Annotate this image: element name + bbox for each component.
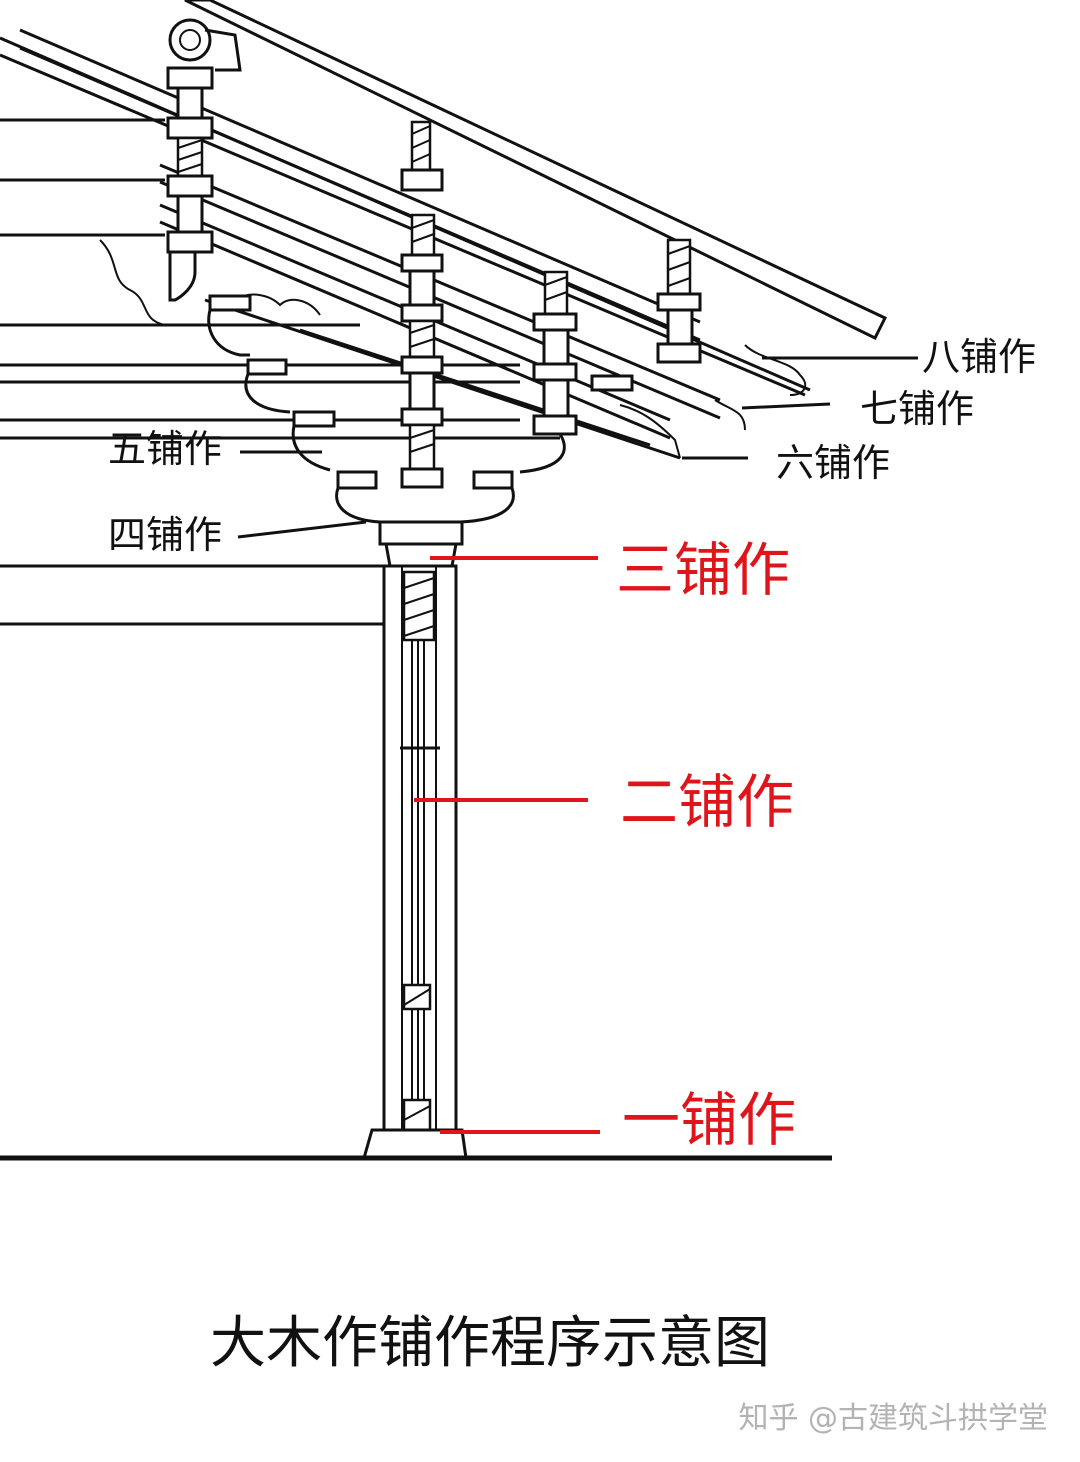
labels: 八铺作 七铺作 六铺作 五铺作 四铺作 三铺作 二铺作 一铺作	[108, 335, 1036, 1154]
main-column	[0, 520, 832, 1161]
roof-rafters	[0, 0, 888, 460]
diagram-title: 大木作铺作程序示意图	[210, 1311, 770, 1376]
label-si: 四铺作	[108, 513, 222, 557]
bracket-stacks	[166, 66, 702, 524]
watermark: 知乎 @古建筑斗拱学堂	[738, 1401, 1048, 1436]
leader-qi	[741, 402, 831, 410]
leader-si	[237, 520, 367, 539]
label-wu: 五铺作	[108, 427, 222, 471]
leader-lines	[237, 356, 918, 1134]
label-ba: 八铺作	[922, 335, 1036, 379]
label-qi: 七铺作	[860, 387, 974, 431]
label-san: 三铺作	[616, 536, 790, 604]
label-liu: 六铺作	[776, 441, 890, 485]
label-er: 二铺作	[620, 768, 794, 836]
label-yi: 一铺作	[622, 1086, 796, 1154]
